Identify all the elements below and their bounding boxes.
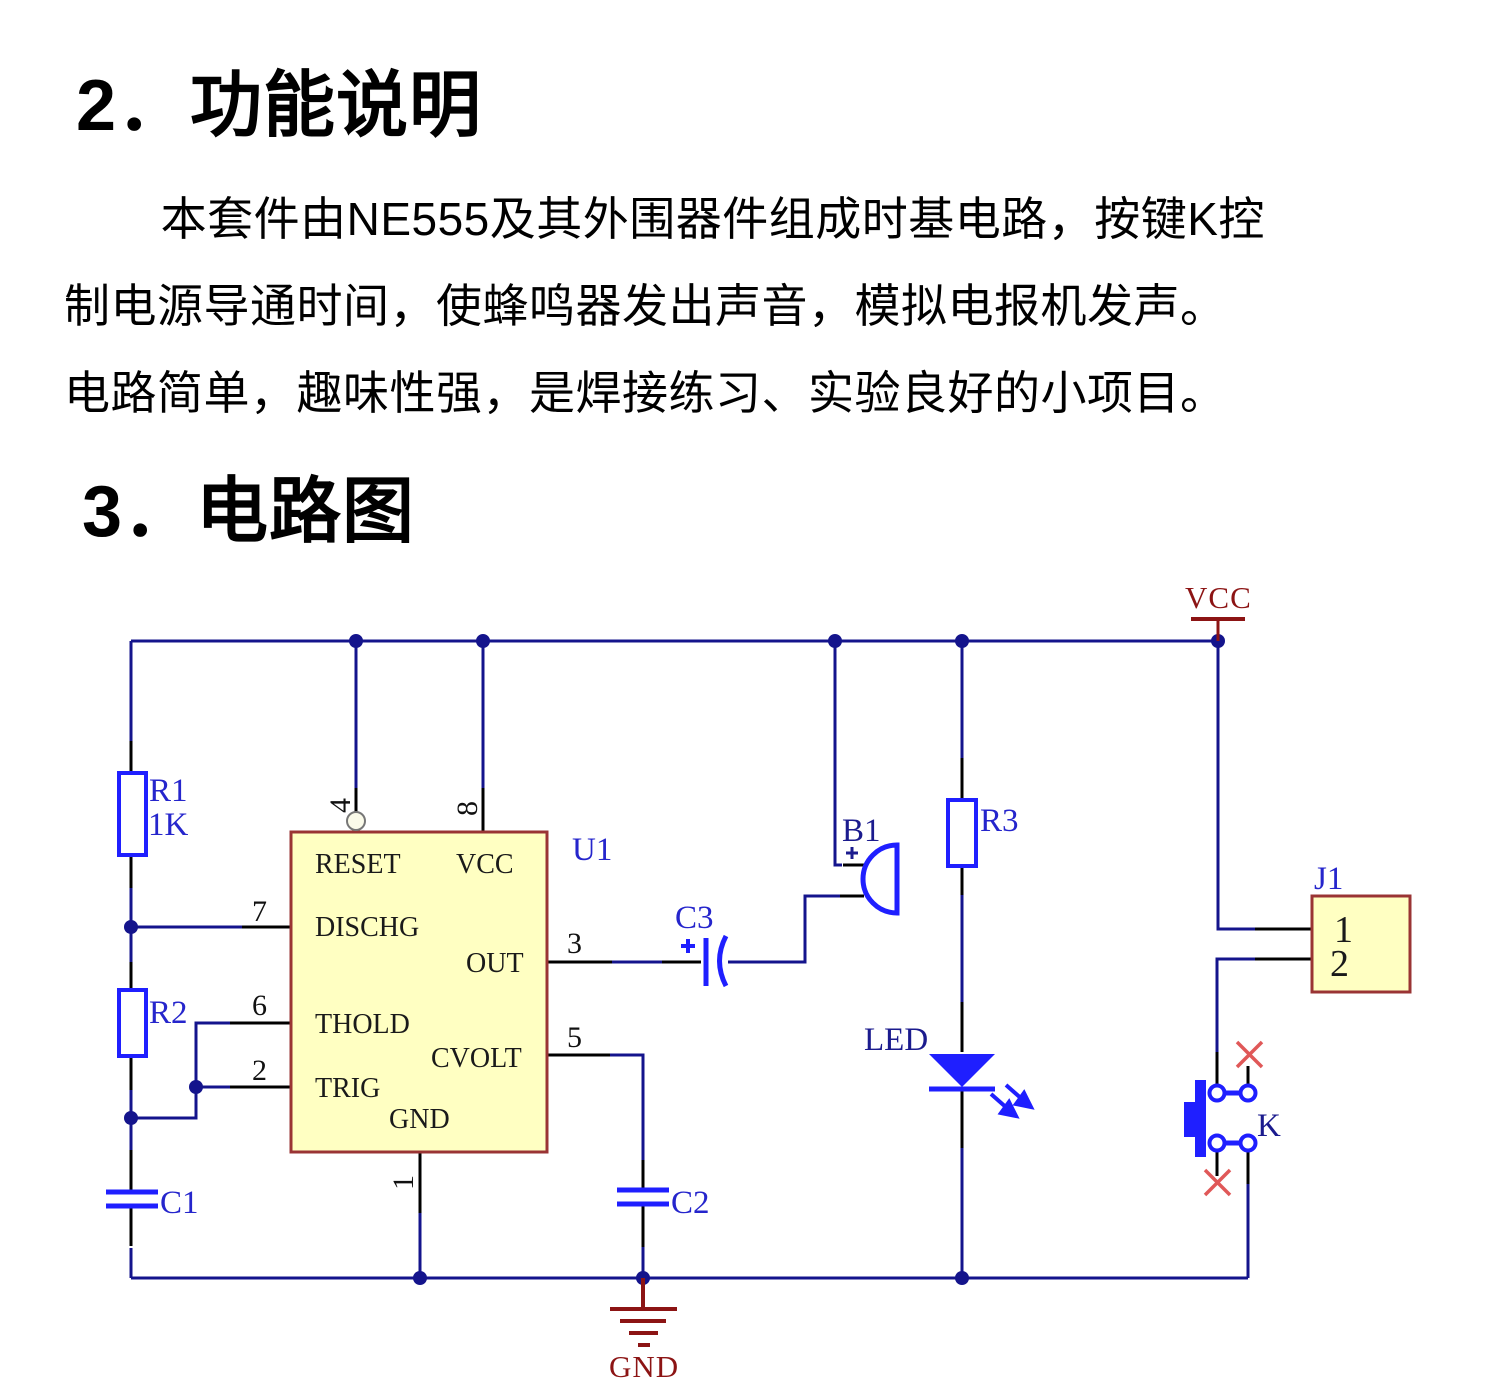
ic-pin-dischg: DISCHG (315, 912, 419, 943)
pin-number-1: 1 (387, 1175, 420, 1190)
pin-number-4: 4 (324, 798, 357, 813)
c1-designator: C1 (160, 1185, 199, 1221)
j1-pin-1: 1 (1334, 909, 1353, 951)
pin-number-3: 3 (567, 927, 582, 960)
section-2-heading: 2．功能说明 (76, 66, 483, 146)
buzzer-b1 (860, 842, 900, 916)
ic-pin-out: OUT (466, 948, 524, 979)
resistor-r3 (946, 798, 978, 868)
pin-number-8: 8 (451, 801, 484, 816)
c2-designator: C2 (671, 1185, 710, 1221)
capacitor-c3 (703, 934, 729, 988)
description-line: 制电源导通时间，使蜂鸣器发出声音，模拟电报机发声。 (64, 280, 1227, 332)
connector-j1 (1310, 894, 1412, 994)
resistor-r2 (117, 988, 148, 1058)
junction-dot (124, 920, 138, 934)
pin-number-6: 6 (252, 989, 267, 1022)
junction-dot (349, 634, 363, 648)
capacitor-c1 (106, 1189, 158, 1209)
resistor-r1 (117, 771, 148, 857)
ic-pin-vcc: VCC (456, 849, 514, 880)
k-designator: K (1257, 1108, 1281, 1144)
r3-designator: R3 (980, 803, 1019, 839)
ic-pin-trig: TRIG (315, 1073, 380, 1104)
reset-inversion-bubble (346, 811, 366, 831)
r1-designator: R1 (149, 773, 188, 809)
junction-dot (476, 634, 490, 648)
vcc-label: VCC (1185, 580, 1252, 615)
k-contact-bars (1224, 1090, 1241, 1146)
c3-designator: C3 (675, 900, 714, 936)
b1-plus-icon (846, 847, 858, 859)
k-plunger-cap (1184, 1102, 1195, 1137)
junction-dot (413, 1271, 427, 1285)
k-terminal (1207, 1133, 1227, 1153)
junction-dot (124, 1111, 138, 1125)
k-terminal (1238, 1133, 1258, 1153)
function-description: 本套件由NE555及其外围器件组成时基电路，按键K控 制电源导通时间，使蜂鸣器发… (64, 176, 1424, 437)
led-arrowhead (997, 1098, 1020, 1119)
gnd-label: GND (609, 1349, 679, 1384)
r2-designator: R2 (149, 995, 188, 1031)
r1-value: 1K (148, 807, 189, 843)
b1-designator: B1 (842, 813, 881, 849)
unused-terminal-x-icon (1235, 1040, 1264, 1069)
junction-dot (189, 1080, 203, 1094)
description-line: 本套件由NE555及其外围器件组成时基电路，按键K控 (160, 193, 1265, 245)
capacitor-c2 (617, 1187, 669, 1207)
ic-pin-cvolt: CVOLT (431, 1043, 522, 1074)
led-light-arrows (989, 1083, 1035, 1119)
circuit-schematic: VCC GND RESET VCC DISCHG OUT THOLD CVOLT… (106, 580, 1412, 1384)
pin-stubs (129, 741, 1312, 1247)
junction-dot (955, 1271, 969, 1285)
led-arrowhead (1012, 1089, 1035, 1110)
pin-number-5: 5 (567, 1021, 582, 1054)
j1-designator: J1 (1314, 861, 1343, 897)
unused-terminal-x-icon (1203, 1168, 1232, 1197)
pin-number-7: 7 (252, 895, 267, 928)
j1-pin-2: 2 (1330, 943, 1349, 985)
led-symbol (929, 1054, 995, 1087)
gnd-symbol (610, 1278, 677, 1347)
k-terminal (1207, 1083, 1227, 1103)
ic-u1-body (289, 830, 549, 1154)
pin-number-2: 2 (252, 1054, 267, 1087)
junction-dot (955, 634, 969, 648)
k-terminal (1238, 1083, 1258, 1103)
c3-plus-icon (681, 939, 695, 953)
ic-pin-thold: THOLD (315, 1009, 410, 1040)
description-line: 电路简单，趣味性强，是焊接练习、实验良好的小项目。 (64, 367, 1227, 419)
section-3-heading: 3．电路图 (82, 472, 416, 552)
k-plunger (1195, 1080, 1206, 1157)
junction-dot (828, 634, 842, 648)
ic-pin-reset: RESET (315, 849, 401, 880)
ic-designator: U1 (572, 832, 612, 868)
led-designator: LED (864, 1022, 928, 1058)
ic-pin-gnd: GND (389, 1104, 450, 1135)
pushbutton-k (1184, 1080, 1258, 1157)
